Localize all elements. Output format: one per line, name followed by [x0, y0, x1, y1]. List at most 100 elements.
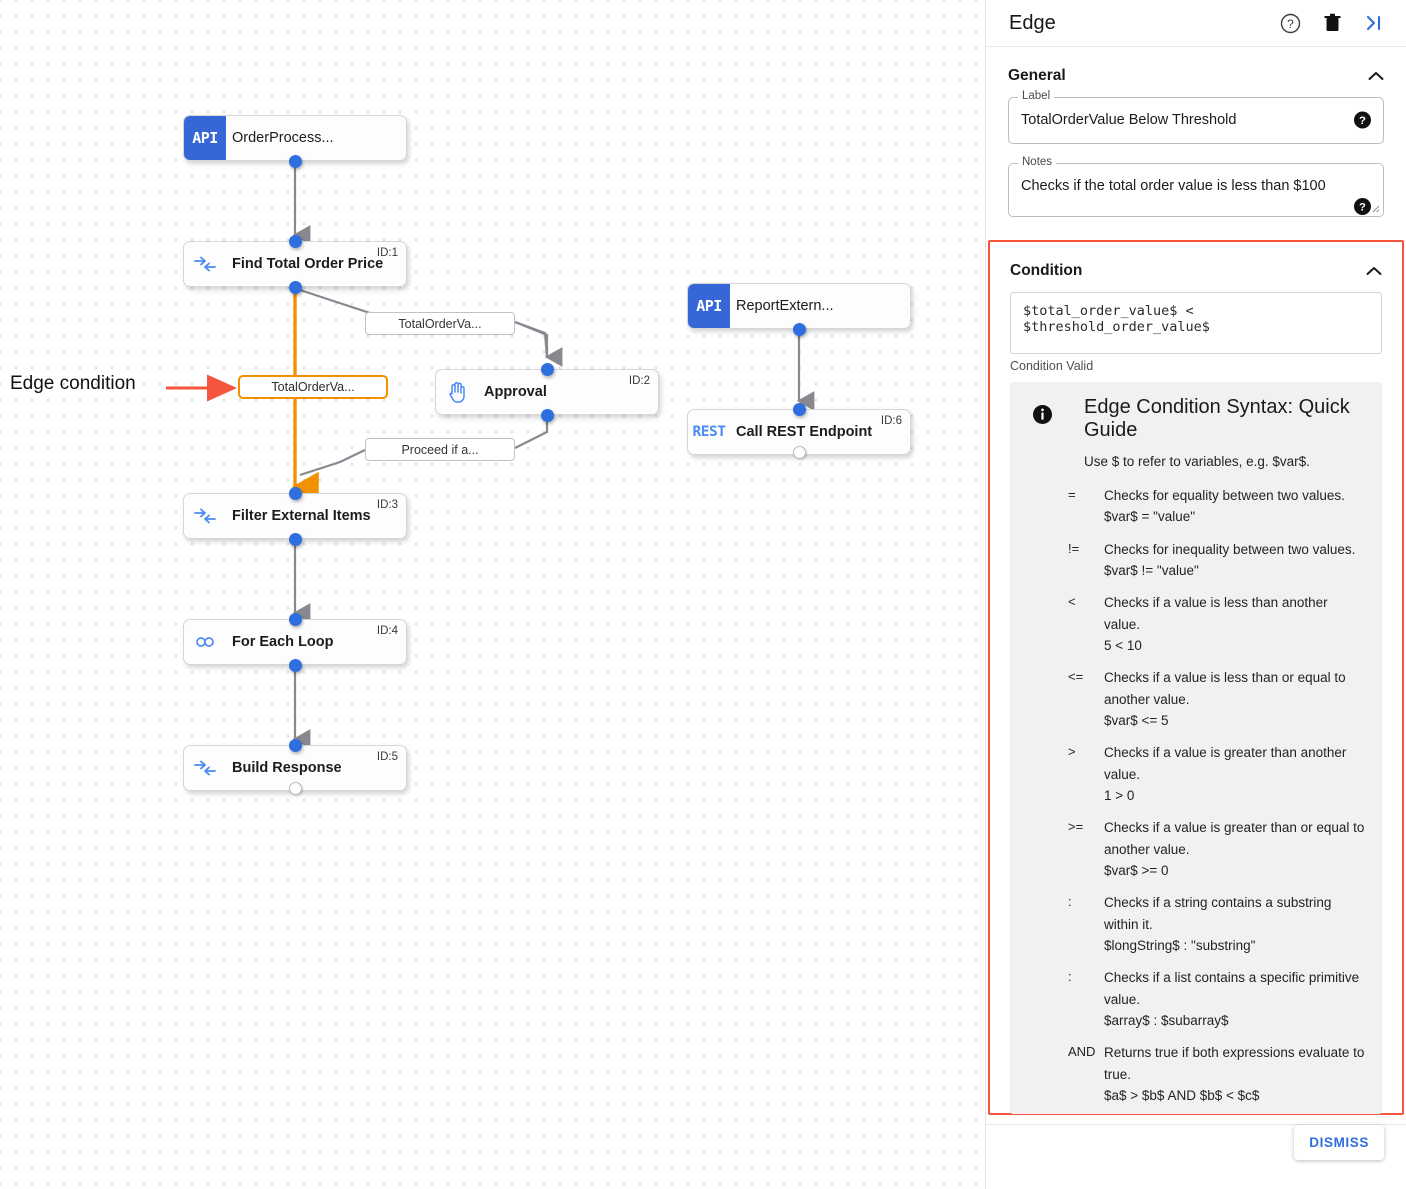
operator-example: $array$ : $subarray$ — [1104, 1012, 1229, 1028]
edge-label-total-order-value-selected[interactable]: TotalOrderVa... — [238, 375, 388, 399]
node-port[interactable] — [289, 235, 302, 248]
operator-body: Checks for inequality between two values… — [1104, 539, 1366, 582]
dismiss-button[interactable]: DISMISS — [1294, 1125, 1384, 1160]
operator-description: Checks for inequality between two values… — [1104, 541, 1356, 557]
operator-body: Returns true if both expressions evaluat… — [1104, 1042, 1366, 1106]
node-id: ID:2 — [628, 375, 650, 387]
node-id: ID:3 — [376, 499, 398, 511]
node-port[interactable] — [541, 409, 554, 422]
node-order-process[interactable]: API OrderProcess... — [183, 115, 407, 161]
general-section: General Label TotalOrderValue Below Thre… — [986, 47, 1406, 218]
condition-section: Condition $total_order_value$ < $thresho… — [988, 240, 1404, 1115]
node-port[interactable] — [289, 613, 302, 626]
node-label: ReportExtern... — [736, 298, 834, 314]
operator-row: =Checks for equality between two values.… — [1068, 485, 1366, 528]
chevron-up-icon[interactable] — [1366, 266, 1382, 276]
condition-status: Condition Valid — [1010, 359, 1094, 373]
operator-description: Checks if a string contains a substring … — [1104, 895, 1332, 932]
operator-body: Checks if a value is greater than anothe… — [1104, 742, 1366, 806]
operator-example: $longString$ : "substring" — [1104, 937, 1256, 953]
operator-row: <=Checks if a value is less than or equa… — [1068, 667, 1366, 731]
edge-label-proceed-if[interactable]: Proceed if a... — [365, 438, 515, 461]
transform-arrows-icon — [184, 746, 226, 790]
node-port[interactable] — [289, 155, 302, 168]
resize-grip-icon[interactable] — [1371, 204, 1380, 213]
node-id: ID:6 — [880, 415, 902, 427]
condition-section-header[interactable]: Condition — [1010, 242, 1382, 292]
notes-field-legend: Notes — [1018, 155, 1057, 168]
chevron-up-icon[interactable] — [1368, 71, 1384, 81]
help-icon[interactable]: ? — [1354, 197, 1371, 215]
info-icon — [1033, 405, 1052, 424]
infinity-loop-icon — [184, 620, 226, 664]
operator-example: $var$ <= 5 — [1104, 712, 1169, 728]
operator-body: Checks if a string contains a substring … — [1104, 892, 1366, 956]
node-id: ID:5 — [376, 751, 398, 763]
node-report-external[interactable]: API ReportExtern... — [687, 283, 911, 329]
guide-title: Edge Condition Syntax: Quick Guide — [1084, 396, 1350, 441]
node-label: Call REST Endpoint — [736, 424, 873, 440]
general-section-header[interactable]: General — [1008, 47, 1384, 97]
svg-text:?: ? — [1359, 115, 1366, 127]
node-port[interactable] — [793, 403, 806, 416]
operator-description: Checks if a value is less than or equal … — [1104, 670, 1346, 707]
node-port-open[interactable] — [793, 446, 806, 459]
help-icon[interactable]: ? — [1280, 13, 1301, 34]
node-port[interactable] — [289, 487, 302, 500]
operator-row: : Checks if a string contains a substring… — [1068, 892, 1366, 956]
operator-symbol: = — [1068, 487, 1076, 502]
workflow-canvas[interactable]: API OrderProcess... Find Total Order Pri… — [0, 0, 985, 1189]
operator-row: >= Checks if a value is greater than or e… — [1068, 817, 1366, 881]
operator-example: $var$ >= 0 — [1104, 862, 1169, 878]
node-id: ID:1 — [376, 247, 398, 259]
edge-connections — [166, 161, 815, 749]
node-port[interactable] — [289, 659, 302, 672]
operator-body: Checks if a value is greater than or equ… — [1104, 817, 1366, 881]
operator-symbol: : — [1068, 894, 1072, 910]
node-port[interactable] — [793, 323, 806, 336]
operator-row: <Checks if a value is less than another … — [1068, 592, 1366, 656]
label-field-legend: Label — [1018, 90, 1055, 102]
transform-arrows-icon — [184, 242, 226, 286]
edge-label-total-order-value-upper[interactable]: TotalOrderVa... — [365, 312, 515, 335]
operator-row: :Checks if a list contains a specific pr… — [1068, 967, 1366, 1031]
delete-icon[interactable] — [1323, 13, 1342, 33]
node-port[interactable] — [289, 533, 302, 546]
node-port[interactable] — [289, 739, 302, 752]
node-label: Find Total Order Price — [232, 256, 384, 272]
node-label: OrderProcess... — [232, 130, 334, 146]
node-for-each-loop[interactable]: For Each Loop ID:4 — [183, 619, 407, 665]
edge-label-text: TotalOrderVa... — [271, 380, 355, 394]
page-title: Edge — [1009, 11, 1056, 34]
collapse-panel-icon[interactable] — [1364, 14, 1384, 32]
node-port[interactable] — [541, 363, 554, 376]
svg-text:?: ? — [1287, 17, 1294, 31]
operator-symbol: < — [1068, 594, 1076, 610]
operator-row: !=Checks for inequality between two valu… — [1068, 539, 1366, 582]
node-port-open[interactable] — [289, 782, 302, 795]
node-port[interactable] — [289, 281, 302, 294]
label-field[interactable]: Label TotalOrderValue Below Threshold ? — [1008, 90, 1384, 144]
rest-badge-icon: REST — [692, 424, 726, 440]
node-label: Build Response — [232, 760, 342, 776]
condition-expression-input[interactable]: $total_order_value$ < $threshold_order_v… — [1010, 292, 1382, 354]
node-find-total-order-price[interactable]: Find Total Order Price ID:1 — [183, 241, 407, 287]
edge-label-text: Proceed if a... — [401, 442, 479, 457]
api-badge-icon: API — [688, 284, 730, 328]
operator-example: 1 > 0 — [1104, 787, 1135, 803]
notes-field-value[interactable]: Checks if the total order value is less … — [1021, 177, 1326, 194]
operator-symbol: >= — [1068, 819, 1084, 835]
api-badge-icon: API — [184, 116, 226, 160]
operator-example: $a$ > $b$ AND $b$ < $c$ — [1104, 1087, 1260, 1103]
edge-label-text: TotalOrderVa... — [398, 316, 482, 331]
section-title: Condition — [1010, 262, 1083, 279]
notes-field[interactable]: Notes Checks if the total order value is… — [1008, 155, 1384, 218]
help-icon[interactable]: ? — [1354, 111, 1371, 129]
operator-example: $var$ = "value" — [1104, 509, 1196, 525]
node-approval[interactable]: Approval ID:2 — [435, 369, 659, 415]
node-label: Approval — [484, 384, 547, 400]
node-id: ID:4 — [376, 625, 398, 637]
label-field-value[interactable]: TotalOrderValue Below Threshold — [1021, 112, 1237, 128]
operator-description: Returns true if both expressions evaluat… — [1104, 1045, 1365, 1082]
